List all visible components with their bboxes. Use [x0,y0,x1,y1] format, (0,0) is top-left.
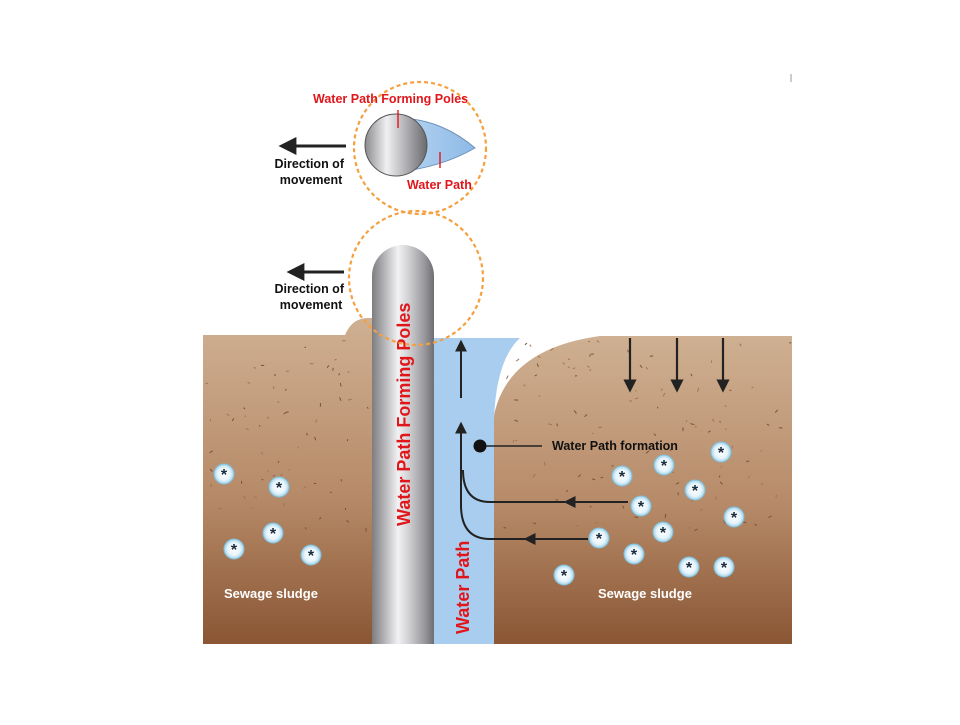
svg-text:*: * [221,467,228,484]
soil-speck [568,359,570,360]
sludge-particle: * [711,442,731,462]
svg-text:*: * [660,525,667,542]
svg-text:*: * [270,526,277,543]
svg-text:*: * [596,531,603,548]
sludge-label-right: Sewage sludge [598,586,692,601]
soil-speck [259,425,260,427]
sludge-particle: * [653,522,673,542]
direction-label-middle-line1: Direction of [275,282,345,296]
soil-speck [516,359,519,361]
sludge-particle: * [554,565,574,585]
soil-speck [254,497,256,498]
pole-vertical-label: Water Path Forming Poles [394,303,414,526]
direction-label-middle: Direction of movement [275,282,348,312]
sludge-particle: * [724,507,744,527]
svg-text:*: * [718,445,725,462]
top-pole-label: Water Path Forming Poles [313,92,468,106]
sludge-particle: * [301,545,321,565]
sludge-particle: * [224,539,244,559]
soil-speck [506,376,508,379]
direction-label-middle-line2: movement [280,298,343,312]
water-path-formation-label: Water Path formation [552,439,678,453]
soil-speck [601,477,603,478]
cross-section-pole [365,114,427,176]
sludge-particle: * [624,544,644,564]
svg-text:*: * [686,560,693,577]
soil-speck [333,368,334,371]
sludge-particle: * [612,466,632,486]
svg-text:*: * [561,568,568,585]
direction-label-top-line1: Direction of [275,157,345,171]
sludge-particle: * [631,496,651,516]
soil-speck [330,492,332,493]
top-water-path-label: Water Path [407,178,472,192]
soil-speck [211,484,212,487]
soil-speck [275,374,276,376]
sludge-particle: * [263,523,283,543]
sludge-particle: * [589,528,609,548]
svg-text:*: * [308,548,315,565]
sludge-particle: * [269,477,289,497]
svg-text:*: * [692,483,699,500]
water-path-vertical-label: Water Path [453,541,473,634]
soil-speck [316,420,317,423]
svg-text:*: * [631,547,638,564]
soil-speck [596,523,598,524]
sludge-particle: * [214,464,234,484]
sludge-particle: * [714,557,734,577]
svg-text:*: * [276,480,283,497]
soil-speck [761,484,763,485]
soil-speck [525,343,527,345]
formation-point [474,440,487,453]
sludge-particle: * [685,480,705,500]
sludge-particle: * [654,455,674,475]
direction-label-top: Direction of movement [275,157,348,187]
svg-text:*: * [661,458,668,475]
soil-speck [761,450,762,451]
direction-label-top-line2: movement [280,173,343,187]
svg-text:*: * [231,542,238,559]
soil-speck [530,345,531,347]
soil-speck [657,407,658,409]
soil-speck [726,428,727,430]
svg-text:*: * [721,560,728,577]
sludge-particle: * [679,557,699,577]
svg-text:*: * [731,510,738,527]
soil-speck [665,514,666,518]
svg-text:*: * [619,469,626,486]
svg-text:*: * [638,499,645,516]
sludge-label-left: Sewage sludge [224,586,318,601]
